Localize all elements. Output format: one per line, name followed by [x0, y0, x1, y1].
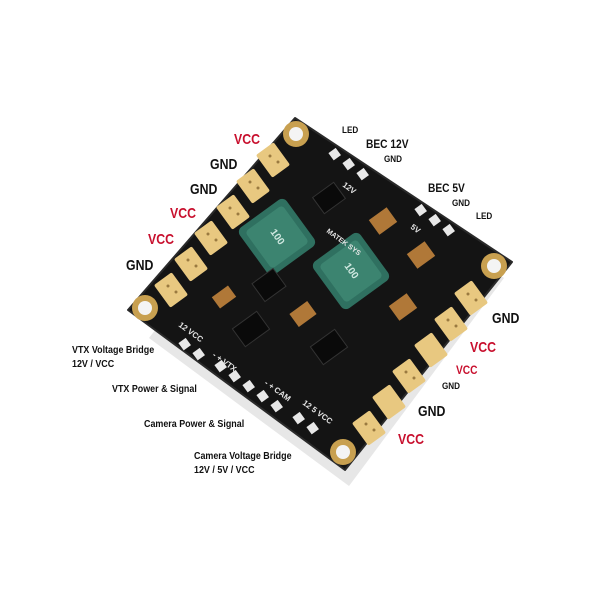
label-cam-bridge-sub: 12V / 5V / VCC — [194, 464, 255, 476]
label-vcc-mid2: VCC — [148, 231, 174, 248]
label-vcc-top: VCC — [234, 131, 260, 148]
label-right-gnd2: GND — [418, 403, 446, 420]
left-edge-pads — [154, 143, 290, 307]
inductor-left — [238, 198, 316, 276]
label-right-gnd-small: GND — [442, 381, 460, 391]
label-right-gnd: GND — [492, 310, 520, 327]
label-bec5: BEC 5V — [428, 181, 465, 195]
label-vtx-bridge: VTX Voltage Bridge — [72, 344, 155, 356]
label-bec12: BEC 12V — [366, 137, 409, 151]
label-gnd-1: GND — [210, 156, 238, 173]
label-led-right: LED — [476, 211, 493, 221]
label-led-top: LED — [342, 125, 359, 135]
label-cam-power: Camera Power & Signal — [144, 418, 245, 430]
label-right-vcc-small: VCC — [456, 363, 478, 377]
components — [211, 181, 436, 366]
label-right-vcc: VCC — [470, 339, 496, 356]
label-gnd-3: GND — [126, 257, 154, 274]
label-bec12-gnd: GND — [384, 154, 402, 164]
mounting-holes — [132, 121, 507, 465]
label-bec5-gnd: GND — [452, 198, 470, 208]
pad-dots — [166, 154, 478, 432]
label-vtx-bridge-sub: 12V / VCC — [72, 358, 115, 370]
bec-pads — [328, 147, 455, 237]
label-right-vcc2: VCC — [398, 431, 424, 448]
right-edge-pads — [352, 281, 488, 445]
label-gnd-2: GND — [190, 181, 218, 198]
label-cam-bridge: Camera Voltage Bridge — [194, 450, 292, 462]
label-vcc-mid: VCC — [170, 205, 196, 222]
inductor-right — [312, 232, 390, 310]
label-vtx-power: VTX Power & Signal — [112, 383, 197, 395]
vtx-cam-pads — [178, 337, 319, 435]
